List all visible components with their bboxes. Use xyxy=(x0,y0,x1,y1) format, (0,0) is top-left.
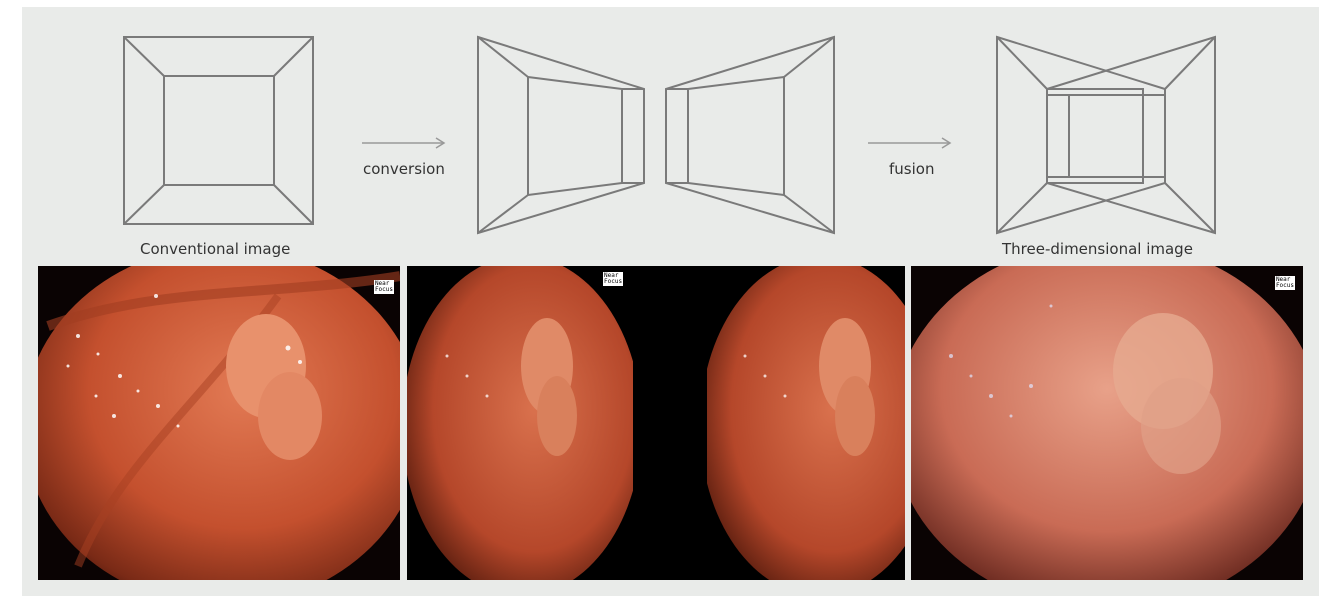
conventional-image-label: Conventional image xyxy=(140,240,290,258)
stereo-pair-diagram xyxy=(470,33,842,238)
near-focus-badge-mid: Near Focus xyxy=(603,272,623,286)
conventional-endoscopy-photo: Near Focus xyxy=(38,266,400,580)
near-focus-badge-right: Near Focus xyxy=(1275,276,1295,290)
fusion-arrow xyxy=(866,136,956,150)
stereo-pair-photo: Near Focus xyxy=(407,266,905,580)
conventional-box-diagram xyxy=(120,33,320,228)
conventional-endoscopy-image xyxy=(38,266,400,580)
near-focus-badge: Near Focus xyxy=(374,280,394,294)
three-dimensional-photo: Near Focus xyxy=(911,266,1303,580)
conversion-label: conversion xyxy=(363,160,445,178)
three-dimensional-label: Three-dimensional image xyxy=(1002,240,1193,258)
stereo-pair-image xyxy=(407,266,905,580)
conversion-arrow xyxy=(360,136,450,150)
three-dimensional-image xyxy=(911,266,1303,580)
fusion-label: fusion xyxy=(889,160,934,178)
three-dimensional-diagram xyxy=(993,33,1221,238)
